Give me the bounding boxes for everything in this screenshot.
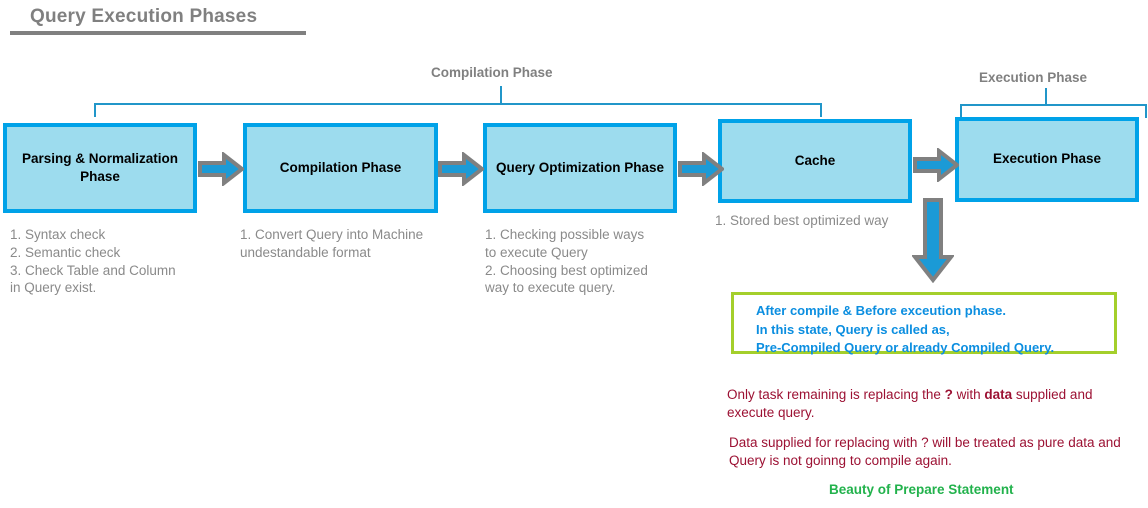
note1-text-1: Only task remaining is replacing the	[727, 387, 945, 402]
execution-bracket-label: Execution Phase	[979, 70, 1088, 85]
phase-label-optimization: Query Optimization Phase	[495, 159, 665, 175]
phase-box-parsing[interactable]: Parsing & Normalization Phase	[3, 123, 197, 213]
phase-box-compilation[interactable]: Compilation Phase	[243, 123, 438, 213]
arrow-down-icon	[912, 198, 954, 283]
phase-label-compilation: Compilation Phase	[279, 159, 402, 175]
notes-parsing: 1. Syntax check 2. Semantic check 3. Che…	[10, 227, 176, 296]
phase-label-execution: Execution Phase	[992, 151, 1102, 167]
execution-bracket-right-tick	[1145, 104, 1147, 118]
note1-bold-data: data	[984, 387, 1013, 402]
note1-text-2: with	[952, 387, 985, 402]
page-title: Query Execution Phases	[30, 6, 258, 27]
compilation-bracket-stem	[500, 86, 502, 104]
note1-bold-question: ?	[944, 387, 953, 402]
phase-box-cache[interactable]: Cache	[718, 119, 912, 203]
compilation-bracket-left-tick	[94, 103, 96, 117]
note-replacing-placeholders: Only task remaining is replacing the ? w…	[727, 386, 1132, 422]
execution-bracket-stem	[1045, 88, 1047, 105]
phase-label-cache: Cache	[794, 152, 836, 168]
compilation-bracket-right-tick	[820, 103, 822, 117]
notes-optimization: 1. Checking possible ways to execute Que…	[485, 227, 648, 296]
callout-text: After compile & Before exceution phase. …	[756, 303, 1055, 356]
phase-box-execution[interactable]: Execution Phase	[955, 117, 1139, 202]
compilation-bracket-label: Compilation Phase	[431, 65, 553, 80]
compilation-bracket-span	[94, 103, 821, 105]
phase-label-parsing: Parsing & Normalization Phase	[21, 150, 179, 184]
arrow-right-icon	[913, 148, 959, 182]
notes-compilation: 1. Convert Query into Machine undestanda…	[240, 227, 424, 260]
title-underline	[10, 31, 306, 35]
note1-text-3: supplied and execute query.	[727, 387, 1093, 421]
footer-note: Beauty of Prepare Statement	[829, 482, 1014, 497]
execution-bracket-span	[960, 104, 1146, 106]
arrow-right-icon	[678, 152, 724, 186]
arrow-right-icon	[198, 152, 244, 186]
arrow-right-icon	[438, 152, 484, 186]
execution-bracket-left-tick	[960, 104, 962, 118]
phase-box-optimization[interactable]: Query Optimization Phase	[483, 123, 677, 213]
notes-cache: 1. Stored best optimized way	[715, 213, 889, 228]
note-pure-data: Data supplied for replacing with ? will …	[729, 435, 1121, 469]
callout-box: After compile & Before exceution phase. …	[731, 292, 1117, 355]
